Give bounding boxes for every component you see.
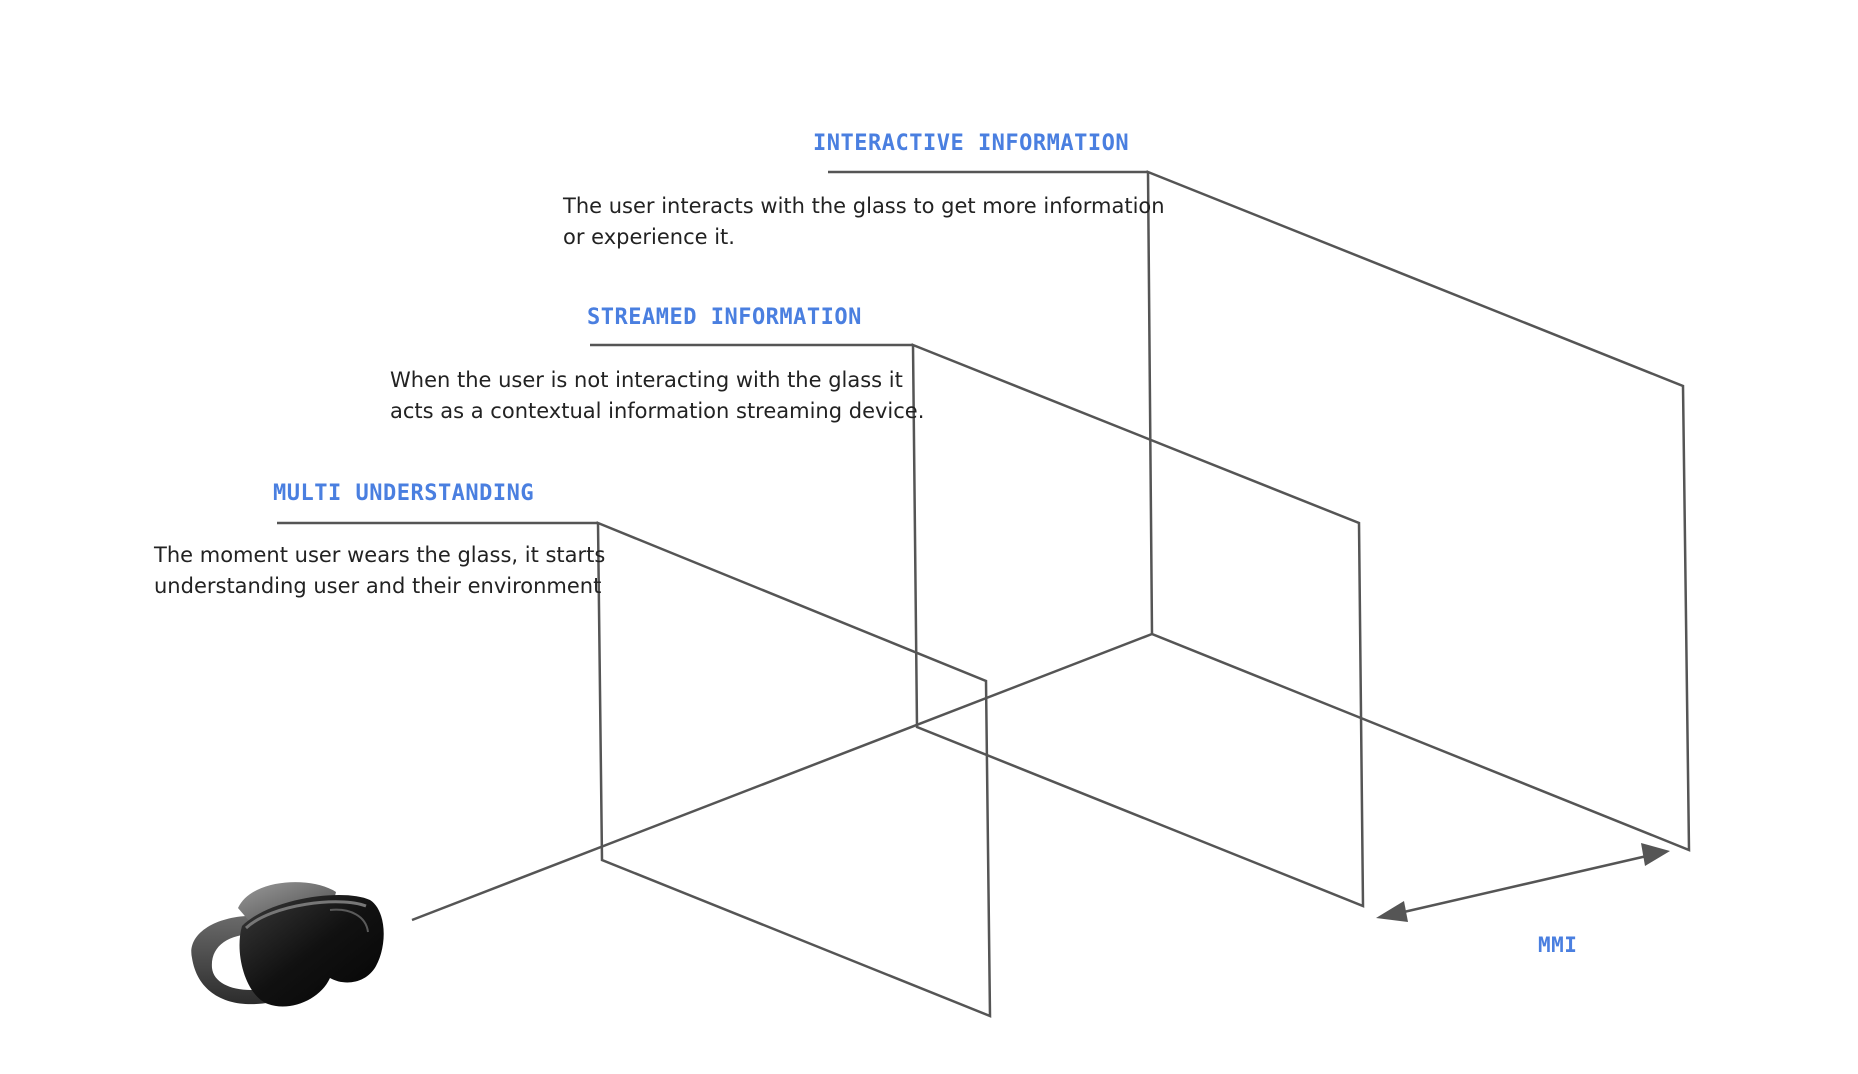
- mmi-label: MMI: [1538, 933, 1578, 957]
- description-line: or experience it.: [563, 225, 735, 249]
- description-interactive-information: The user interacts with the glass to get…: [563, 191, 1165, 253]
- depth-axis-line: [411, 632, 1153, 922]
- description-line: When the user is not interacting with th…: [390, 368, 903, 392]
- panel-interactive: [1146, 170, 1691, 852]
- mmi-arrowhead-right: [1641, 843, 1670, 866]
- mmi-arrow-line: [1394, 851, 1661, 916]
- description-line: acts as a contextual information streami…: [390, 399, 925, 423]
- description-line: The user interacts with the glass to get…: [563, 194, 1165, 218]
- heading-interactive-information: INTERACTIVE INFORMATION: [813, 131, 1130, 156]
- description-line: The moment user wears the glass, it star…: [154, 543, 606, 567]
- heading-streamed-information: STREAMED INFORMATION: [587, 305, 862, 330]
- description-line: understanding user and their environment: [154, 574, 602, 598]
- description-streamed-information: When the user is not interacting with th…: [390, 365, 924, 427]
- panel-multi: [596, 521, 992, 1018]
- mmi-arrowhead-left: [1376, 901, 1408, 922]
- panel-streamed: [911, 343, 1365, 908]
- description-multi-understanding: The moment user wears the glass, it star…: [154, 540, 605, 602]
- heading-multi-understanding: MULTI UNDERSTANDING: [273, 481, 535, 506]
- vr-headset-icon: [191, 882, 384, 1007]
